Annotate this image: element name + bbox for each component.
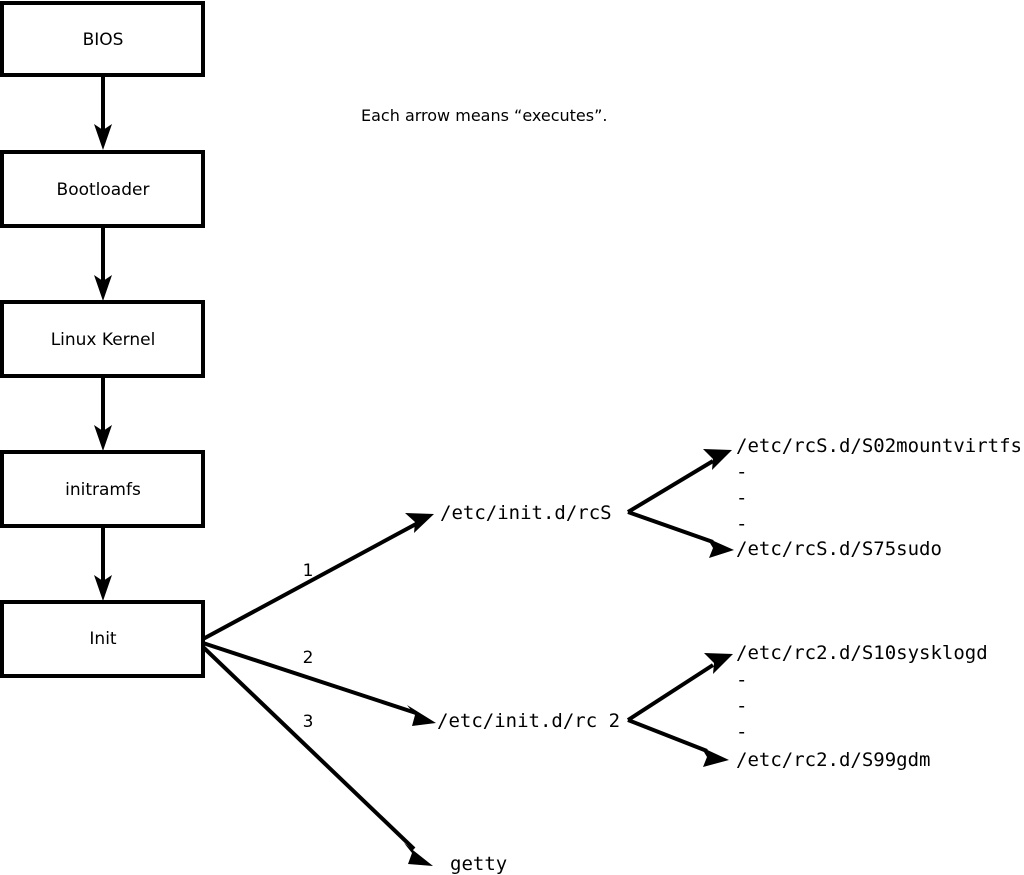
node-init[interactable]: Init (0, 600, 205, 678)
node-linux-kernel[interactable]: Linux Kernel (0, 300, 205, 378)
rcs-script-last: /etc/rcS.d/S75sudo (736, 538, 942, 560)
arrowhead-rc2-last (701, 747, 729, 767)
rc2-ellipsis-3: - (736, 721, 747, 743)
edge-bios-to-bootloader (94, 75, 112, 150)
arrowhead-init-rc2 (407, 705, 436, 726)
rcs-ellipsis-3: - (736, 513, 747, 535)
initramfs-label: initramfs (65, 480, 141, 500)
edge-line-init-rcs (202, 522, 417, 641)
bootloader-label: Bootloader (57, 180, 150, 200)
rcs-script-first: /etc/rcS.d/S02mountvirtfs (736, 435, 1022, 457)
arrowhead-bootloader-kernel (94, 275, 112, 301)
target-label-rcs: /etc/init.d/rcS (440, 502, 612, 524)
arrowhead-bios-bootloader (94, 124, 112, 150)
edge-line-rc2-first (626, 663, 715, 722)
arrowhead-init-getty (404, 843, 433, 866)
edge-init-to-getty (201, 645, 433, 866)
target-label-rc2: /etc/init.d/rc 2 (437, 710, 620, 732)
bios-box-rect (0, 1, 205, 77)
rc2-script-last: /etc/rc2.d/S99gdm (736, 749, 930, 771)
rc2-ellipsis-1: - (736, 669, 747, 691)
edge-bootloader-to-kernel (94, 226, 112, 301)
edge-init-to-rc2 (202, 641, 436, 726)
edge-rcs-to-last-script (627, 510, 734, 558)
edge-line-rcs-last (627, 510, 714, 544)
arrowhead-init-rcs (405, 513, 434, 533)
branch-label-3: 3 (303, 712, 314, 732)
node-bios[interactable]: BIOS (0, 1, 205, 77)
edge-line-init-getty (201, 645, 416, 851)
kernel-box-rect (0, 300, 205, 378)
edge-kernel-to-initramfs (94, 376, 112, 451)
edge-line-rcs-first (626, 459, 715, 514)
node-bootloader[interactable]: Bootloader (0, 150, 205, 228)
rc2-script-first: /etc/rc2.d/S10sysklogd (736, 642, 988, 664)
legend-note: Each arrow means “executes”. (361, 106, 607, 125)
arrowhead-rcs-first (703, 449, 732, 470)
edge-initramfs-to-init (94, 526, 112, 601)
arrowhead-initramfs-init (94, 575, 112, 601)
arrowhead-rc2-first (704, 653, 733, 674)
edge-rc2-to-last-script (627, 718, 729, 767)
bootloader-box-rect (0, 150, 205, 228)
bios-label: BIOS (83, 30, 124, 50)
edge-init-to-rcs (202, 513, 434, 641)
kernel-label: Linux Kernel (51, 330, 156, 350)
rc2-ellipsis-2: - (736, 695, 747, 717)
rcs-ellipsis-2: - (736, 487, 747, 509)
arrowhead-rcs-last (707, 538, 734, 558)
init-label: Init (89, 629, 117, 649)
rcs-ellipsis-1: - (736, 461, 747, 483)
edge-line-rc2-last (627, 718, 708, 753)
edge-rc2-to-first-script (626, 653, 733, 722)
arrowhead-kernel-initramfs (94, 425, 112, 451)
target-label-getty: getty (450, 853, 507, 875)
branch-label-2: 2 (303, 648, 314, 668)
edge-rcs-to-first-script (626, 449, 732, 514)
branch-label-1: 1 (303, 561, 314, 581)
node-initramfs[interactable]: initramfs (0, 450, 205, 528)
edge-line-init-rc2 (202, 641, 417, 715)
